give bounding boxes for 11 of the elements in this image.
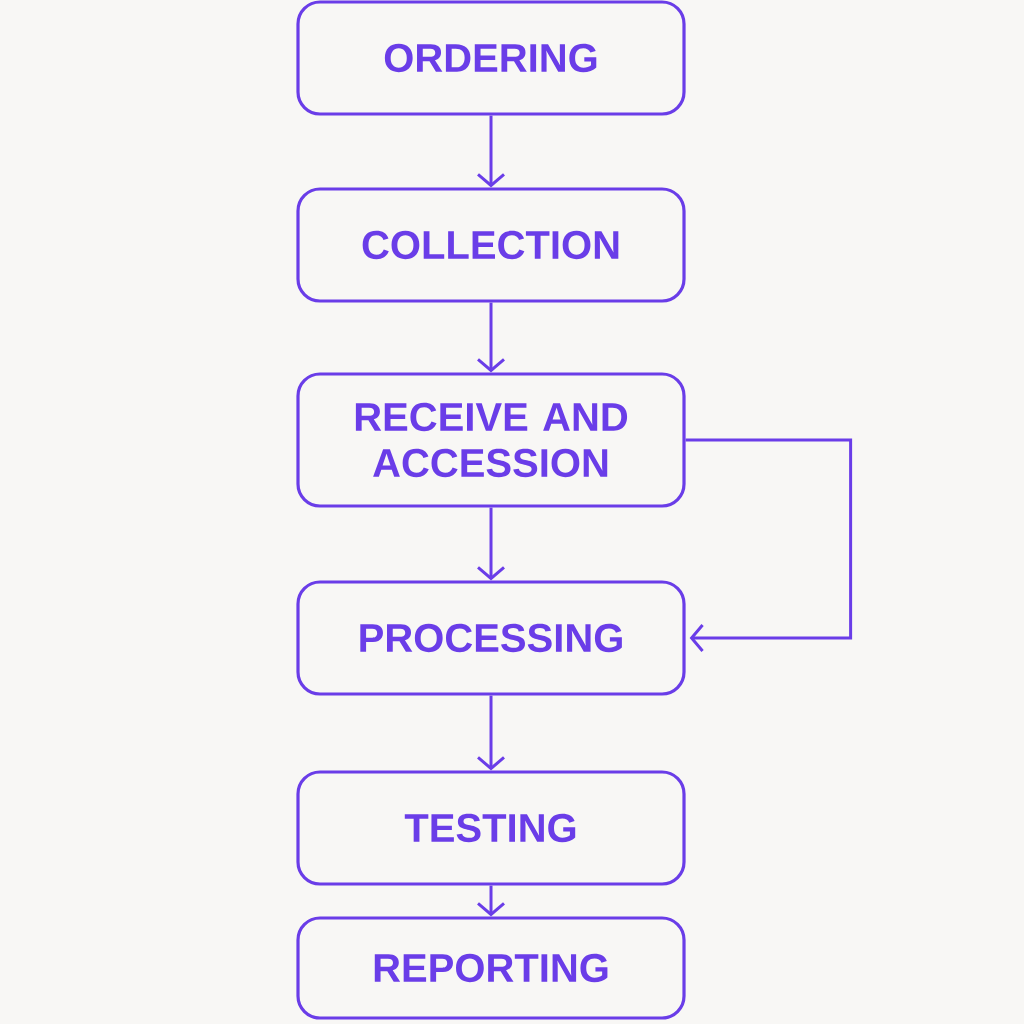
arrow	[477, 302, 505, 373]
process-box: TESTING	[296, 770, 686, 886]
arrow	[477, 695, 505, 771]
arrow	[477, 507, 505, 581]
process-box: COLLECTION	[296, 187, 686, 303]
arrow	[685, 438, 853, 652]
arrow	[477, 115, 505, 188]
process-box: REPORTING	[296, 916, 686, 1020]
process-box: PROCESSING	[296, 580, 686, 696]
process-box: RECEIVE AND ACCESSION	[296, 372, 686, 508]
process-box: ORDERING	[296, 0, 686, 116]
